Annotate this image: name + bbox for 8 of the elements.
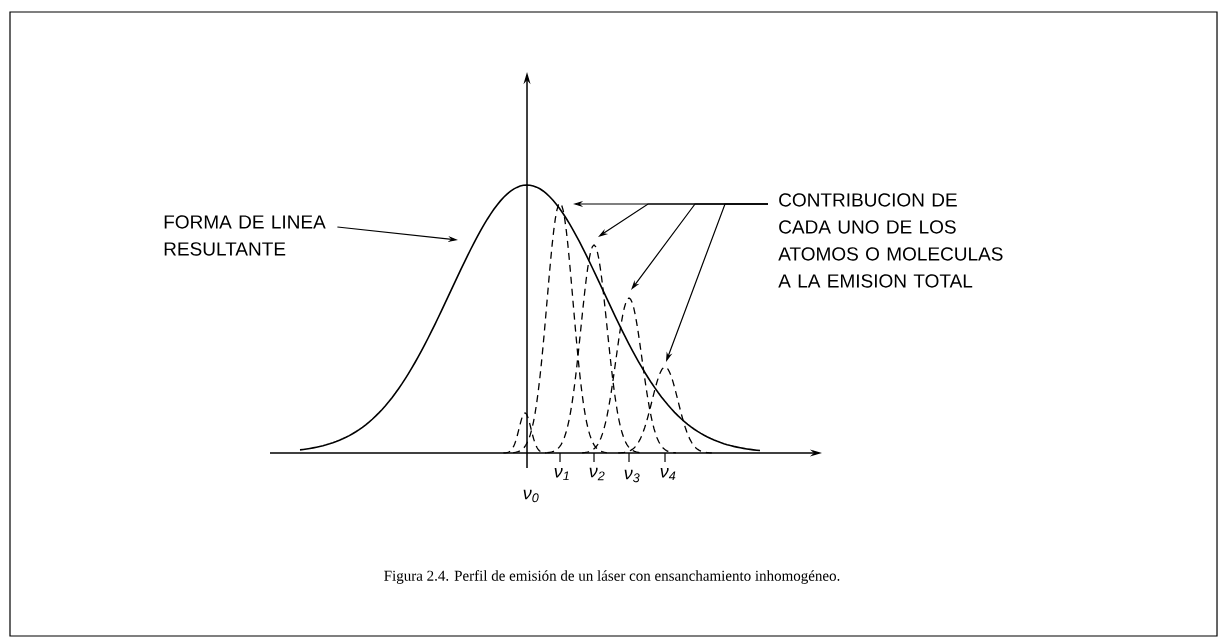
axis-label: ν$_{1}$ bbox=[554, 467, 569, 481]
axis-label: ν$_{2}$ bbox=[589, 467, 605, 481]
annotation-text: CONTRIBUCION DE CADA UNO DE LOS ATOMOS O MOLECULAS A LA EMISION TOTAL bbox=[778, 193, 1003, 288]
annotation-text: FORMA DE LINEA RESULTANTE bbox=[164, 215, 326, 256]
caption: Figura 2.4. Perfil de emisión de un láser con ensanchamiento inhomogéneo. bbox=[384, 570, 840, 584]
axis-label: ν$_{4}$ bbox=[660, 467, 676, 481]
axis-label: ν$_{3}$ bbox=[624, 469, 640, 483]
axis-label: ν$_{0}$ bbox=[523, 489, 539, 503]
